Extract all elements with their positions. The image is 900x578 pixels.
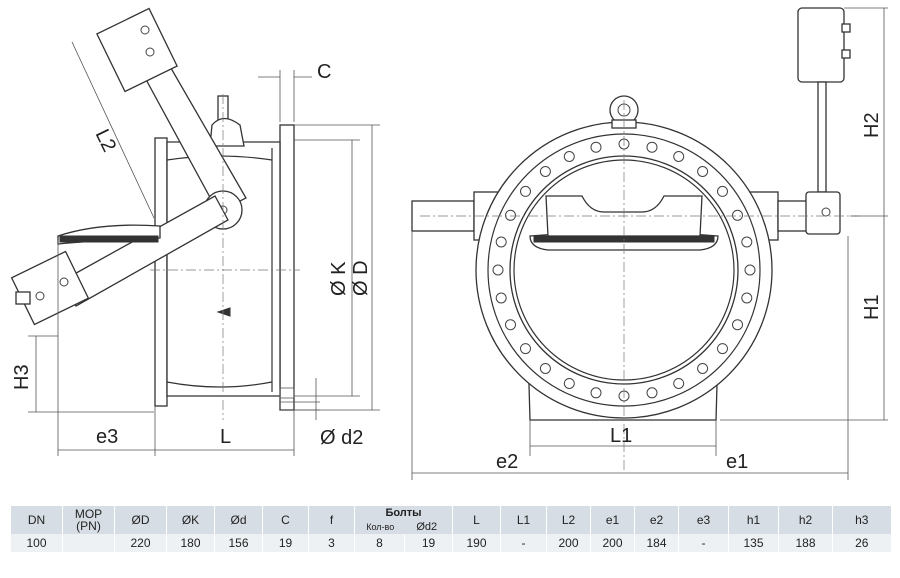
col-mop: МОР(PN)	[62, 506, 115, 534]
col-h1: h1	[728, 506, 779, 534]
front-view: H2 H1 L1 e2 e1	[411, 7, 888, 480]
bolt-hole	[646, 141, 658, 153]
cell-h2: 188	[778, 534, 833, 552]
bolt-hole	[492, 264, 504, 276]
dim-e2-label: e2	[496, 451, 518, 473]
cell-od: 220	[114, 534, 167, 552]
dim-l1-label: L1	[610, 425, 632, 447]
col-e1: e1	[590, 506, 635, 534]
dim-ok-label: Ø K	[328, 261, 350, 296]
dim-h3-label: H3	[11, 364, 33, 390]
col-l1: L1	[500, 506, 547, 534]
bolt-hole	[590, 141, 602, 153]
bolt-hole	[741, 292, 753, 304]
bolt-hole	[744, 264, 756, 276]
bolt-hole	[520, 343, 531, 355]
col-bolts-title: Болты	[385, 507, 422, 519]
cell-l: 190	[452, 534, 501, 552]
dim-od-label: Ø D	[350, 260, 372, 296]
bolt-hole	[590, 387, 602, 399]
bolt-hole	[717, 343, 728, 355]
cell-l1: -	[500, 534, 547, 552]
cell-h1: 135	[728, 534, 779, 552]
col-bolts-d2: Ød2	[416, 521, 438, 533]
cell-e2: 184	[634, 534, 679, 552]
bolt-hole	[673, 378, 685, 389]
bolt-hole	[495, 236, 507, 248]
col-dn: DN	[10, 506, 63, 534]
cell-c: 19	[262, 534, 309, 552]
col-h3: h3	[832, 506, 891, 534]
dim-d2-label: Ø d2	[320, 427, 363, 449]
col-ok: ØK	[166, 506, 215, 534]
col-e2: e2	[634, 506, 679, 534]
side-view: C L2 Ø K Ø D Ø d2 H3 e3 L	[10, 7, 380, 456]
cell-e3: -	[678, 534, 729, 552]
bolt-hole	[563, 378, 575, 389]
cell-f: 3	[308, 534, 355, 552]
dim-e3-label: e3	[96, 426, 118, 448]
cell-mop	[62, 534, 115, 552]
bolt-hole	[539, 166, 551, 177]
counterweight-front	[797, 7, 845, 83]
col-bolts-count: Кол-во	[366, 522, 395, 532]
bolt-hole	[673, 151, 685, 162]
valve-technical-drawing: C L2 Ø K Ø D Ø d2 H3 e3 L	[10, 7, 888, 480]
counterweight-bottom	[10, 250, 90, 326]
bolt-hole	[732, 209, 743, 221]
bolt-hole	[697, 166, 709, 177]
col-l: L	[452, 506, 501, 534]
counterweight-top	[96, 7, 178, 93]
col-f: f	[308, 506, 355, 534]
col-e3: e3	[678, 506, 729, 534]
cell-bolts-d2: 19	[404, 534, 453, 552]
col-h2: h2	[778, 506, 833, 534]
bolt-hole	[505, 209, 516, 221]
cell-e1: 200	[590, 534, 635, 552]
col-pn-title: (PN)	[76, 518, 101, 533]
dim-e1-label: e1	[726, 451, 748, 473]
bolt-holes	[492, 138, 756, 402]
bolt-hole	[732, 319, 743, 331]
bolt-hole	[717, 185, 728, 197]
bolt-hole	[697, 363, 709, 374]
col-c: C	[262, 506, 309, 534]
cell-bolts-count: 8	[354, 534, 405, 552]
dim-c-label: C	[317, 61, 331, 83]
right-flange	[279, 124, 295, 411]
col-od: ØD	[114, 506, 167, 534]
bolt-hole	[520, 185, 531, 197]
bolt-hole	[539, 363, 551, 374]
bolt-hole	[741, 236, 753, 248]
bolt-hole	[495, 292, 507, 304]
cell-odd: 156	[214, 534, 263, 552]
dim-l-label: L	[220, 426, 231, 448]
bolt-hole	[505, 319, 516, 331]
cell-l2: 200	[546, 534, 591, 552]
col-mop-title: МОР	[74, 506, 103, 521]
col-odd: Ød	[214, 506, 263, 534]
left-flange	[154, 137, 168, 407]
dim-l2-label: L2	[91, 126, 121, 156]
cell-dn: 100	[10, 534, 63, 552]
bolt-hole	[646, 387, 658, 399]
cell-h3: 26	[832, 534, 891, 552]
table-row: 100 220 180 156 19 3 8 19 190 - 200 200 …	[10, 534, 891, 552]
dim-h1-label: H1	[861, 294, 883, 320]
col-bolts: Болты Кол-во Ød2	[354, 506, 453, 534]
bolt-hole	[563, 151, 575, 162]
cell-ok: 180	[166, 534, 215, 552]
dim-h2-label: H2	[861, 112, 883, 138]
col-l2: L2	[546, 506, 591, 534]
